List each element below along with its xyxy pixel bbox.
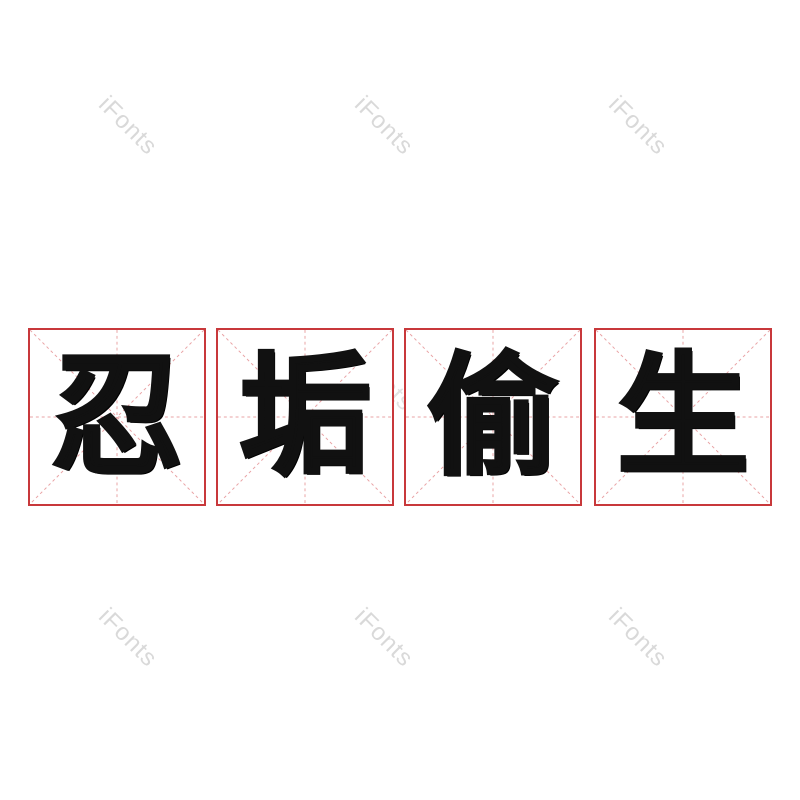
character-cell-2: 垢 <box>216 328 394 506</box>
watermark-text: iFonts <box>603 602 673 673</box>
character-cell-1: 忍 <box>28 328 206 506</box>
character-glyph: 忍 <box>50 340 185 494</box>
watermark-text: iFonts <box>93 90 163 161</box>
watermark-text: iFonts <box>349 602 419 673</box>
character-glyph: 生 <box>616 340 751 494</box>
character-cell-3: 偷 <box>404 328 582 506</box>
character-cell-4: 生 <box>594 328 772 506</box>
character-glyph: 垢 <box>238 340 373 494</box>
watermark-text: iFonts <box>349 90 419 161</box>
watermark-text: iFonts <box>603 90 673 161</box>
character-glyph: 偷 <box>426 340 561 494</box>
watermark-text: iFonts <box>93 602 163 673</box>
